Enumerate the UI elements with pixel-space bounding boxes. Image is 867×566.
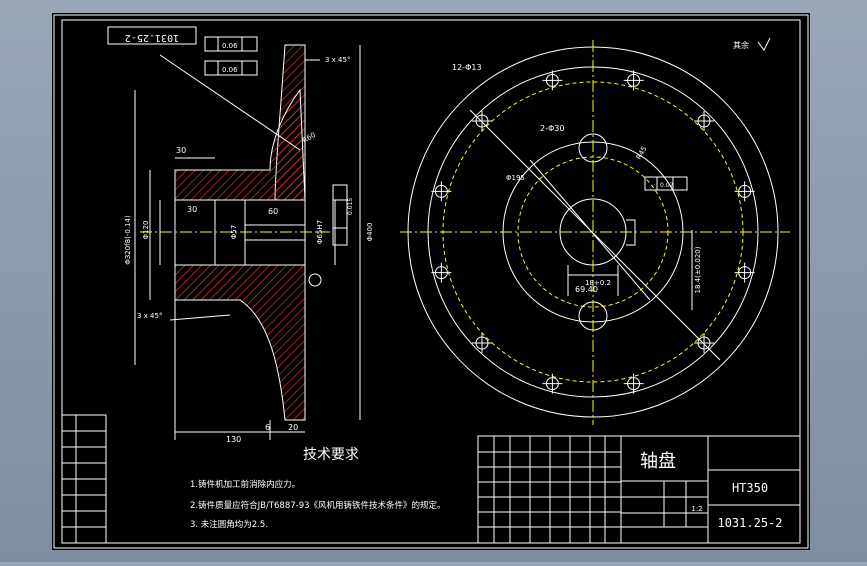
part-name: 轴盘 (640, 451, 676, 472)
material: HT350 (732, 481, 768, 495)
keyway-width: 18+0.2 (585, 279, 611, 287)
chamfer-bottom-label: 3 x 45° (137, 312, 162, 320)
dim-30-label: 30 (176, 146, 186, 155)
chamfer-top-label: 3 x 45° (325, 56, 350, 64)
dim-60-label: 60 (268, 207, 278, 216)
pcd-label: Φ195 (506, 174, 525, 182)
inner-frame (61, 19, 801, 544)
side-table (61, 414, 107, 544)
plan-view (400, 40, 790, 425)
tech-item-3: 3. 未注圆角均为2.5. (190, 519, 268, 530)
tech-requirements: 技术要求 1.铸件机加工前消除内应力。 2.铸件质量应符合JB/T6887-93… (190, 447, 446, 530)
section-view: 0.015 3 x 45° 3 x 45° 30 30 60 130 6 20 … (124, 44, 374, 444)
dia-57-label: Φ57 (230, 225, 238, 239)
gdt-b-value: 0.06 (222, 66, 238, 74)
holes-label-2: 2-Φ30 (540, 124, 564, 133)
bolt-holes (431, 70, 755, 394)
tech-item-2: 2.铸件质量应符合JB/T6887-93《风机用铸铁件技术条件》的规定。 (190, 500, 446, 511)
surface-finish-note: 其余 (733, 40, 749, 50)
dia-120-label: Φ120 (142, 221, 150, 240)
rotated-dim: 18.4(±0.020) (694, 246, 702, 293)
tech-heading: 技术要求 (303, 447, 359, 463)
dia-outer-label: Φ320f8(-0.14) (124, 215, 132, 265)
keyway-depth: 69.40 (575, 285, 598, 294)
dim-30b-label: 30 (187, 205, 197, 214)
gdt-right-value: 0.02 (660, 182, 674, 189)
gdt-side-value: 0.015 (347, 198, 354, 215)
dim-6-label: 6 (265, 423, 270, 432)
datum-circle (308, 273, 322, 287)
tech-item-1: 1.铸件机加工前消除内应力。 (190, 479, 300, 490)
title-block (477, 435, 801, 544)
dim-130-label: 130 (226, 435, 241, 444)
gdt-frame-a: 0.06 (204, 36, 258, 52)
drawing-number: 1031.25-2 (717, 516, 782, 530)
dim-20-label: 20 (288, 423, 298, 432)
gdt-a-value: 0.06 (222, 42, 238, 50)
hub-top-hatch (174, 88, 306, 201)
scale-value: 1:2 (691, 505, 702, 513)
outer-frame (53, 14, 809, 549)
gdt-frame-b: 0.06 (204, 60, 258, 76)
hub-bottom-hatch (174, 264, 306, 421)
holes-label: 12-Φ13 (452, 63, 482, 72)
dia-65-label: Φ65H7 (316, 220, 324, 244)
stamp-number: 1031.25-2 (125, 32, 179, 43)
surface-finish: 其余 (733, 37, 771, 51)
stamp-box: 1031.25-2 (107, 26, 197, 45)
dia-400-label: Φ400 (366, 223, 374, 242)
